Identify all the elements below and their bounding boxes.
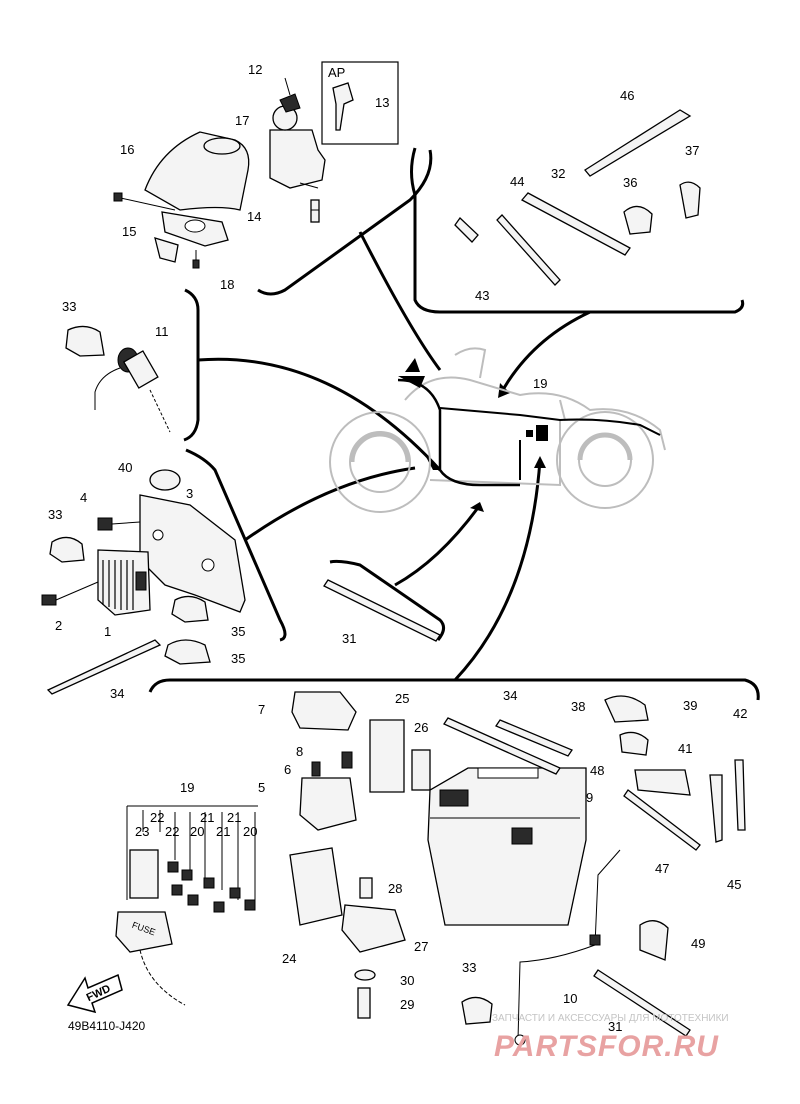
callout-label: 18 (220, 277, 234, 292)
watermark-brand: PARTSFOR.RU (494, 1030, 719, 1063)
callout-label: 46 (620, 88, 634, 103)
callout-label: 14 (247, 209, 261, 224)
callout-label: 49 (691, 936, 705, 951)
motorcycle-outline (329, 347, 666, 513)
callout-label: 21 (227, 810, 241, 825)
inset-label: AP (328, 65, 345, 80)
clamps-and-ties-bottom (323, 579, 746, 1037)
callout-label: 33 (62, 299, 76, 314)
callout-label: 35 (231, 651, 245, 666)
callout-label: 26 (414, 720, 428, 735)
callout-label: 8 (296, 744, 303, 759)
callout-label: 11 (155, 324, 169, 339)
main-switch-cover-assembly (113, 131, 250, 269)
callout-label: 19 (180, 780, 194, 795)
callout-label: 22 (150, 810, 164, 825)
callout-label: 23 (135, 824, 149, 839)
callout-label: 36 (623, 175, 637, 190)
watermark: ЗАПЧАСТИ И АКСЕССУАРЫ ДЛЯ МОТОТЕХНИКИ PA… (492, 1013, 729, 1063)
callout-label: 13 (375, 95, 389, 110)
callout-label: 20 (243, 824, 257, 839)
callout-label: 47 (655, 861, 669, 876)
key-inset-box (321, 61, 399, 145)
ignition-switch (269, 77, 326, 223)
wiring-harness-route (397, 376, 661, 487)
callout-label: 48 (590, 763, 604, 778)
callout-label: 6 (284, 762, 291, 777)
callout-label: 2 (55, 618, 62, 633)
callout-label: 21 (216, 824, 230, 839)
callout-label: 9 (586, 790, 593, 805)
callout-label: 4 (80, 490, 87, 505)
callout-label: 15 (122, 224, 136, 239)
starter-relay-bracket (341, 877, 406, 1019)
callout-label: 30 (400, 973, 414, 988)
callout-label: 33 (48, 507, 62, 522)
callout-label: 19 (533, 376, 547, 391)
callout-label: 3 (186, 486, 193, 501)
callout-label: 20 (190, 824, 204, 839)
callout-label: 34 (110, 686, 124, 701)
callout-label: 40 (118, 460, 132, 475)
wire-harness-connectors (289, 691, 431, 926)
callout-label: 27 (414, 939, 428, 954)
cable-ties-top (454, 109, 701, 286)
callout-label: 10 (563, 991, 577, 1006)
callout-label: 32 (551, 166, 565, 181)
callout-label: 31 (342, 631, 356, 646)
callout-label: 12 (248, 62, 262, 77)
regulator-bracket-assembly (41, 469, 246, 695)
callout-label: 44 (510, 174, 524, 189)
callout-label: 34 (503, 688, 517, 703)
callout-label: 22 (165, 824, 179, 839)
callout-label: 37 (685, 143, 699, 158)
callout-label: 39 (683, 698, 697, 713)
callout-label: 28 (388, 881, 402, 896)
forward-direction-arrow: FWD (66, 973, 123, 1014)
callout-label: 16 (120, 142, 134, 157)
drawing-code: 49B4110-J420 (68, 1019, 146, 1033)
callout-label: 45 (727, 877, 741, 892)
callout-labels: 1 2 3 4 5 6 7 8 9 10 11 12 13 14 15 16 1… (48, 62, 747, 1034)
callout-label: 7 (258, 702, 265, 717)
callout-label: 33 (462, 960, 476, 975)
callout-label: 21 (200, 810, 214, 825)
battery (427, 767, 587, 926)
callout-label: 25 (395, 691, 409, 706)
callout-label: 31 (608, 1019, 622, 1034)
callout-label: 35 (231, 624, 245, 639)
callout-label: 43 (475, 288, 489, 303)
callout-label: 42 (733, 706, 747, 721)
watermark-subtitle: ЗАПЧАСТИ И АКСЕССУАРЫ ДЛЯ МОТОТЕХНИКИ (492, 1013, 729, 1024)
callout-label: 5 (258, 780, 265, 795)
callout-label: 1 (104, 624, 111, 639)
section-frames (148, 147, 760, 701)
callout-label: 17 (235, 113, 249, 128)
battery-cable (514, 849, 621, 1046)
callout-label: 38 (571, 699, 585, 714)
callout-label: 29 (400, 997, 414, 1012)
fuse-box-assembly (115, 805, 258, 1006)
callout-label: 41 (678, 741, 692, 756)
starter-relay-plug (65, 325, 171, 433)
callout-label: 24 (282, 951, 296, 966)
